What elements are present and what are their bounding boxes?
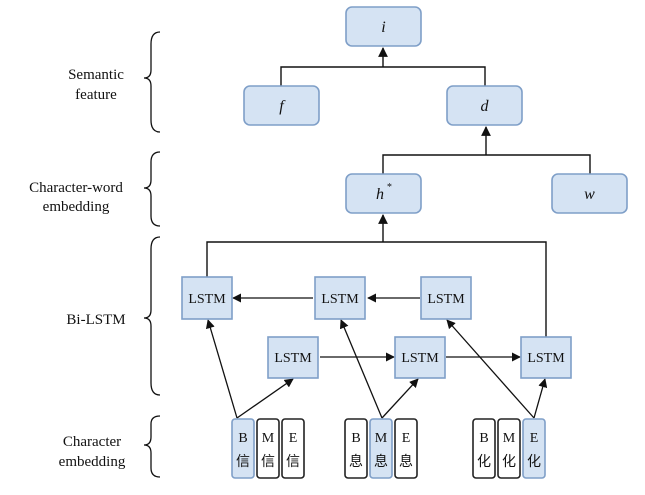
brace-charemb [143,415,161,478]
node-d-label: d [481,98,490,115]
arrow-m-xi-to-lstm-back2 [339,319,383,419]
lstm-connectors [232,293,521,362]
lstm-backward-1: LSTM [181,276,233,320]
tree-connectors [206,47,591,340]
char-hua: 化 [527,454,541,470]
char-cell-m-xi: M 息 [369,418,393,479]
lstm-backward-3: LSTM [420,276,472,320]
brace-charword [143,151,161,227]
lstm-backward-3-label: LSTM [427,292,465,307]
char-hua: 化 [502,454,516,470]
label-charemb-line1: Character [63,434,121,450]
char-cell-m-hua: M 化 [497,418,521,479]
char-cell-m-xin: M 信 [256,418,280,479]
char-xin: 信 [236,454,250,470]
char-xin: 信 [286,454,300,470]
label-semantic-line1: Semantic [68,67,124,83]
node-w: w [551,173,628,214]
tag-m: M [503,431,516,446]
tag-e: E [289,431,298,446]
char-xi: 息 [399,453,413,470]
char-cell-b-xi: B 息 [344,418,368,479]
tag-m: M [262,431,275,446]
lstm-forward-2: LSTM [394,336,446,379]
char-xi: 息 [374,453,388,470]
node-d: d [446,85,523,126]
label-charword-line1: Character-word [29,180,123,196]
node-i: i [345,6,422,47]
tag-b: B [351,431,360,446]
lstm-backward-1-label: LSTM [188,292,226,307]
node-w-label: w [584,186,595,203]
tag-b: B [238,431,247,446]
char-hua: 化 [477,454,491,470]
lstm-forward-3: LSTM [520,336,572,379]
tag-e: E [402,431,411,446]
brace-semantic [143,31,161,133]
brace-bilstm [143,236,161,396]
lstm-forward-1-label: LSTM [274,351,312,366]
input-connectors [205,319,548,419]
arrow-m-xi-to-lstm-fwd2 [381,378,419,419]
tag-e: E [530,431,539,446]
label-semantic-line2: feature [75,87,117,103]
lstm-forward-1: LSTM [267,336,319,379]
label-charemb-line2: embedding [59,454,126,470]
char-cell-e-xi: E 息 [394,418,418,479]
lstm-forward-2-label: LSTM [401,351,439,366]
char-group-xi: B 息 M 息 E 息 [344,418,418,479]
arrow-e-hua-to-lstm-fwd3 [533,378,548,419]
char-xi: 息 [349,453,363,470]
char-group-xin: B 信 M 信 E 信 [231,418,305,479]
node-h-superscript: * [387,182,392,193]
arrow-b-xin-to-lstm-fwd1 [236,378,294,419]
lstm-backward-2: LSTM [314,276,366,320]
node-f-label: f [279,98,286,115]
node-h-label: h [376,186,384,203]
node-f: f [243,85,320,126]
tag-m: M [375,431,388,446]
char-xin: 信 [261,454,275,470]
arrow-e-hua-to-lstm-back3 [446,319,535,419]
label-bilstm: Bi-LSTM [66,312,125,328]
char-cell-b-hua: B 化 [472,418,496,479]
lstm-forward-3-label: LSTM [527,351,565,366]
char-cell-b-xin: B 信 [231,418,255,479]
char-cell-e-hua: E 化 [522,418,546,479]
char-cell-e-xin: E 信 [281,418,305,479]
label-charword-line2: embedding [43,199,110,215]
char-group-hua: B 化 M 化 E 化 [472,418,546,479]
tag-b: B [479,431,488,446]
node-h-star: h * [345,173,422,214]
lstm-backward-2-label: LSTM [321,292,359,307]
node-i-label: i [381,19,385,36]
arrow-b-xin-to-lstm-back1 [205,319,238,419]
